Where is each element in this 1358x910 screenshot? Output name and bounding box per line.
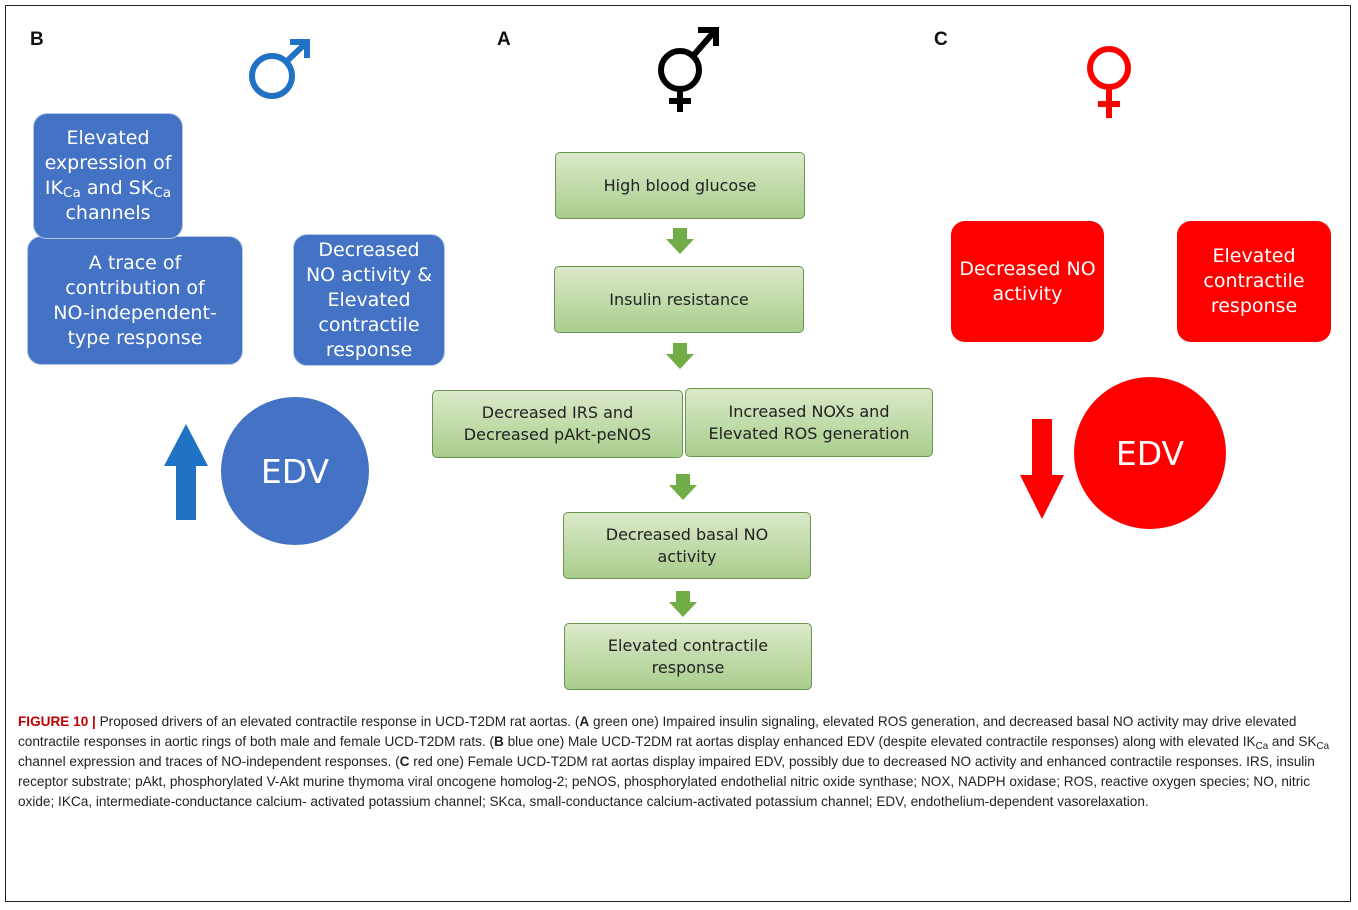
female-symbol-icon	[1087, 46, 1131, 118]
caption-figure-number: FIGURE 10 |	[18, 714, 96, 729]
panel-label-c: C	[934, 29, 948, 50]
male-symbol-icon	[249, 39, 310, 99]
box-elevated-ikca-skca: Elevated expression of IKCa and SKCa cha…	[33, 113, 183, 239]
box-decreased-no-activity: Decreased NO activity	[951, 221, 1104, 342]
step-decreased-irs-pakt: Decreased IRS and Decreased pAkt-peNOS	[432, 390, 683, 458]
box-decreased-no-elevated: Decreased NO activity & Elevated contrac…	[293, 234, 445, 366]
intersex-symbol-icon	[658, 27, 719, 112]
down-arrow-icon	[1020, 419, 1064, 519]
box-trace-no-independent: A trace of contribution of NO-independen…	[27, 236, 243, 365]
step-high-blood-glucose: High blood glucose	[555, 152, 805, 219]
edv-circle-female: EDV	[1074, 377, 1226, 529]
step-elevated-contractile: Elevated contractile response	[564, 623, 812, 690]
box-elevated-contractile: Elevated contractile response	[1177, 221, 1331, 342]
step-decreased-basal-no: Decreased basal NO activity	[563, 512, 811, 579]
figure-frame	[5, 5, 1351, 902]
panel-label-b: B	[30, 29, 44, 50]
figure-caption: FIGURE 10 | Proposed drivers of an eleva…	[18, 714, 1330, 809]
step-increased-noxs-ros: Increased NOXs and Elevated ROS generati…	[685, 388, 933, 457]
up-arrow-icon	[164, 424, 208, 520]
down-arrow-icon	[666, 228, 694, 254]
down-arrow-icon	[669, 474, 697, 500]
down-arrow-icon	[669, 591, 697, 617]
down-arrow-icon	[666, 343, 694, 369]
edv-circle-male: EDV	[221, 397, 369, 545]
step-insulin-resistance: Insulin resistance	[554, 266, 804, 333]
panel-label-a: A	[497, 29, 511, 50]
